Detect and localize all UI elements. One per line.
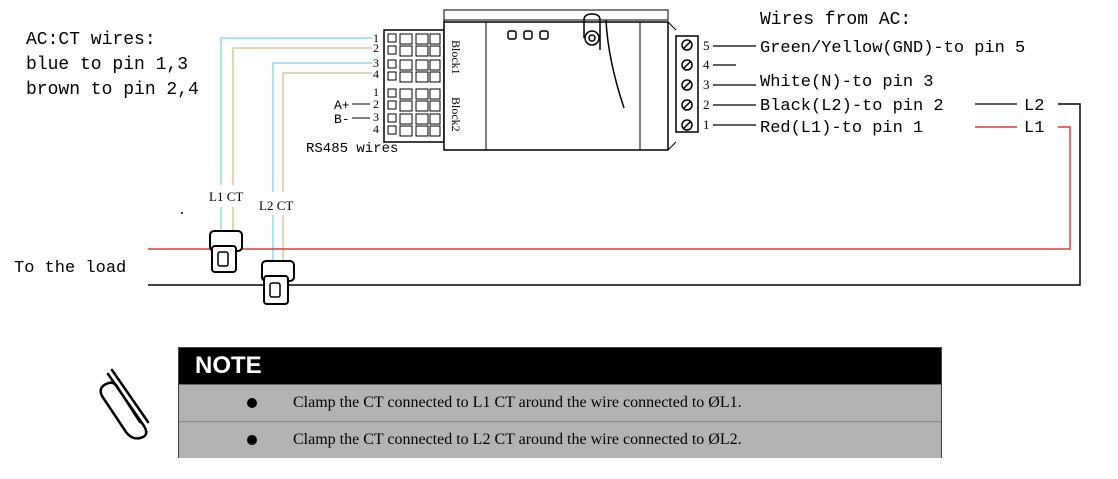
rs485-a-label: A+ (334, 98, 350, 113)
block1-label: Block1 (449, 40, 463, 75)
l2-ct-clamp (261, 260, 295, 305)
block1-pin-4: 4 (373, 67, 379, 81)
paperclip-icon (99, 368, 150, 440)
block1-pin-1: 1 (373, 31, 379, 45)
l1-ct-blue-wire (220, 37, 372, 185)
red-l1-load-wire (148, 126, 1071, 250)
led-indicator-2 (523, 30, 533, 40)
ct-wire-instructions: AC:CT wires: blue to pin 1,3 brown to pi… (26, 30, 199, 100)
ac-pin-4: 4 (703, 57, 710, 72)
ac-pin-1-label: Red(L1)-to pin 1 (760, 119, 923, 138)
terminal-cells (387, 33, 441, 137)
l2-label: L2 (1024, 97, 1044, 116)
ct-wires-line1: blue to pin 1,3 (26, 55, 188, 75)
l1-ct-brown-wire (232, 47, 372, 185)
note-item-text: Clamp the CT connected to L1 CT around t… (293, 394, 742, 411)
block2-label: Block2 (449, 97, 463, 132)
ct-wires-line2: brown to pin 2,4 (26, 80, 199, 100)
block1-pin-2: 2 (373, 41, 379, 55)
ct-wires-title: AC:CT wires: (26, 30, 156, 50)
load-label: To the load (14, 259, 126, 278)
ac-wires-title: Wires from AC: (760, 10, 911, 30)
note-item-text: Clamp the CT connected to L2 CT around t… (293, 431, 742, 448)
bullet-icon (247, 398, 257, 408)
block1-pin-3: 3 (373, 56, 379, 70)
black-l2-load-wire (148, 103, 1081, 286)
block2-pin-1: 1 (373, 85, 379, 99)
reset-button-icon (583, 13, 625, 109)
led-indicator-3 (539, 30, 549, 40)
l1-label: L1 (1024, 119, 1044, 138)
ac-pin-5: 5 (703, 38, 710, 53)
rs485-wires-label: RS485 wires (306, 141, 398, 157)
ct-wire-lines (220, 37, 372, 262)
meter-device: Block1 Block2 (443, 9, 677, 151)
block2-pin-4: 4 (373, 122, 379, 136)
note-body: Clamp the CT connected to L1 CT around t… (179, 384, 941, 458)
l2-ct-brown-wire (282, 72, 372, 192)
note-item: Clamp the CT connected to L2 CT around t… (179, 422, 941, 458)
ac-pin-2: 2 (703, 97, 710, 112)
l2-ct-blue-wire (272, 62, 372, 192)
block2-pin-3: 3 (373, 110, 379, 124)
rs485-b-label: B- (334, 112, 350, 127)
left-terminal-block (383, 29, 445, 143)
ac-pin-2-label: Black(L2)-to pin 2 (760, 97, 944, 116)
ac-pin-3: 3 (703, 77, 710, 92)
bullet-icon (247, 435, 257, 445)
stray-dot (181, 212, 183, 214)
led-indicator-1 (507, 30, 517, 40)
ac-pin-1: 1 (703, 117, 710, 132)
note-box: NOTE Clamp the CT connected to L1 CT aro… (178, 347, 942, 458)
block2-pin-2: 2 (373, 97, 379, 111)
left-pin-numbers: 1 2 3 4 1 2 3 4 (373, 31, 379, 136)
l2-ct-label: L2 CT (259, 198, 293, 213)
l1-ct-label: L1 CT (209, 189, 243, 204)
note-heading: NOTE (179, 348, 941, 384)
ac-pin-3-label: White(N)-to pin 3 (760, 73, 933, 92)
ac-pin-5-label: Green/Yellow(GND)-to pin 5 (760, 39, 1025, 58)
ac-terminal-block (675, 35, 699, 133)
l1-ct-clamp (209, 230, 243, 273)
note-item: Clamp the CT connected to L1 CT around t… (179, 385, 941, 422)
